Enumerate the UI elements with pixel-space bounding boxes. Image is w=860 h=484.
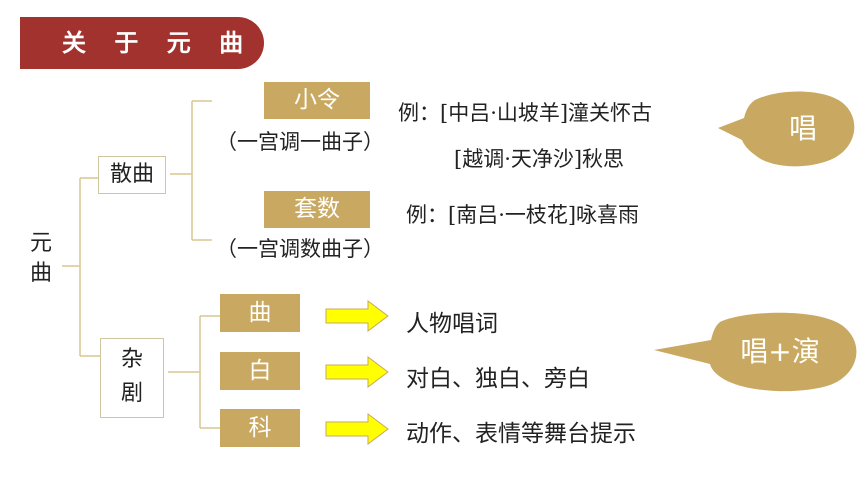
xiaoling-example-1: 例：[中吕·山坡羊]潼关怀古 <box>398 101 653 125</box>
sanqu-box: 散曲 <box>98 156 166 194</box>
page-title: 关 于 元 曲 <box>20 17 264 69</box>
zaju-item-ke-desc: 动作、表情等舞台提示 <box>406 421 636 447</box>
zaju-item-qu-desc: 人物唱词 <box>406 311 498 337</box>
zaju-item-bai-desc: 对白、独白、旁白 <box>406 366 590 392</box>
sanqu-bracket <box>170 100 212 241</box>
root-bracket <box>62 177 100 357</box>
bubble-sing: 唱 <box>788 112 817 145</box>
root-label: 元曲 <box>30 231 53 286</box>
xiaoling-example-2: [越调·天净沙]秋思 <box>454 147 625 171</box>
zaju-item-bai: 白 <box>220 352 300 390</box>
taoshu-box: 套数 <box>264 191 370 228</box>
zaju-item-qu: 曲 <box>220 294 300 332</box>
bubble-sing-act-shape <box>654 312 857 392</box>
zaju-item-ke: 科 <box>220 409 300 447</box>
taoshu-note: （一宫调数曲子） <box>216 237 384 261</box>
bubble-sing-act: 唱+演 <box>740 335 820 368</box>
xiaoling-note: （一宫调一曲子） <box>216 130 384 154</box>
arrow-ke <box>325 413 389 445</box>
arrow-qu <box>325 300 389 332</box>
zaju-bracket <box>168 315 220 429</box>
xiaoling-box: 小令 <box>264 82 370 119</box>
bubble-sing-shape <box>718 91 855 167</box>
arrow-bai <box>325 356 389 388</box>
taoshu-example: 例：[南吕·一枝花]咏喜雨 <box>406 203 640 227</box>
zaju-box: 杂剧 <box>100 338 164 418</box>
